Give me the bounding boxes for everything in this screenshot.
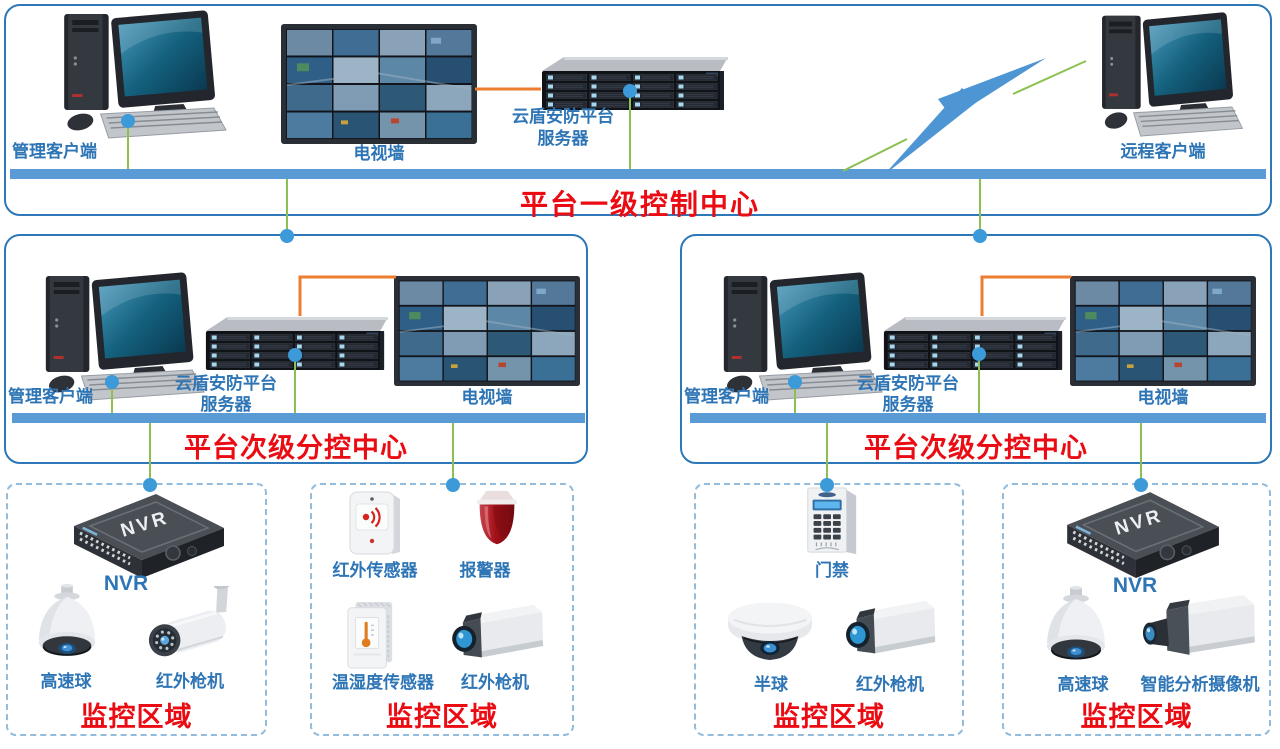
zone3-dome-label: 半球 [754, 675, 788, 694]
zone3-access-control-panel [800, 486, 862, 558]
zone1-speed-dome-label: 高速球 [40, 672, 92, 691]
management-client-label: 管理客户端 [12, 142, 97, 161]
sub-left-title: 平台次级分控中心 [184, 433, 408, 463]
zone1-nvr-label: NVR [103, 572, 149, 595]
zone4-nvr-label: NVR [1112, 574, 1158, 597]
zone3-dome-camera [724, 596, 816, 672]
zone2-ir-box-camera [444, 598, 550, 672]
sub-right-management-label: 管理客户端 [684, 387, 769, 406]
server-label-line1: 云盾安防平台 [512, 107, 614, 126]
tv-wall-display [281, 24, 477, 144]
zone3-box-camera-label: 红外枪机 [856, 675, 924, 694]
sub-left-tv-wall-label: 电视墙 [461, 388, 513, 407]
zone3-access-label: 门禁 [815, 561, 849, 580]
sub-right-title: 平台次级分控中心 [864, 433, 1088, 463]
zone4-title: 监控区域 [1080, 702, 1193, 732]
zone1-ir-bullet-camera [136, 586, 250, 670]
sub-left-server-label-line1: 云盾安防平台 [175, 374, 277, 393]
remote-client-label: 远程客户端 [1120, 142, 1206, 161]
zone2-ir-sensor-label: 红外传感器 [332, 561, 418, 580]
zone4-speed-dome-label: 高速球 [1057, 675, 1109, 694]
sub-right-server [880, 314, 1066, 374]
sub-left-tv-wall [394, 276, 580, 386]
sub-left-server [202, 314, 388, 374]
zone2-ir-sensor-device [342, 490, 404, 558]
zone2-temp-humidity-sensor [344, 600, 396, 670]
zone3-title: 监控区域 [773, 702, 885, 732]
zone2-temp-sensor-label: 温湿度传感器 [332, 673, 434, 692]
sub-left-management-label: 管理客户端 [8, 387, 93, 406]
zone1-bullet-label: 红外枪机 [156, 672, 224, 691]
zone2-alarm-siren [470, 488, 524, 550]
management-client-pc [48, 6, 230, 140]
sub-right-tv-wall [1070, 276, 1256, 386]
sub-left-network-bus [12, 413, 585, 423]
sub-right-network-bus [690, 413, 1266, 423]
zone2-alarm-label: 报警器 [459, 561, 511, 580]
tv-wall-label: 电视墙 [353, 144, 405, 163]
primary-control-center-title: 平台一级控制中心 [519, 189, 760, 220]
sub-right-server-label-line1: 云盾安防平台 [857, 374, 959, 393]
zone4-smart-analysis-camera [1142, 590, 1262, 674]
zone3-ir-box-camera [838, 594, 942, 668]
platform-server [538, 54, 728, 114]
sub-right-tv-wall-label: 电视墙 [1137, 388, 1189, 407]
zone2-title: 监控区域 [386, 702, 498, 732]
server-label-line2: 服务器 [537, 129, 589, 148]
sub-left-server-label-line2: 服务器 [200, 395, 252, 414]
zone2-box-camera-label: 红外枪机 [461, 673, 529, 692]
zone1-speed-dome-camera [32, 584, 102, 670]
remote-client-pc [1088, 8, 1246, 138]
zone1-title: 监控区域 [80, 702, 193, 732]
zone4-smart-camera-label: 智能分析摄像机 [1140, 675, 1260, 694]
primary-network-bus [10, 169, 1266, 179]
sub-right-server-label-line2: 服务器 [882, 395, 934, 414]
zone4-speed-dome-camera [1040, 586, 1112, 674]
